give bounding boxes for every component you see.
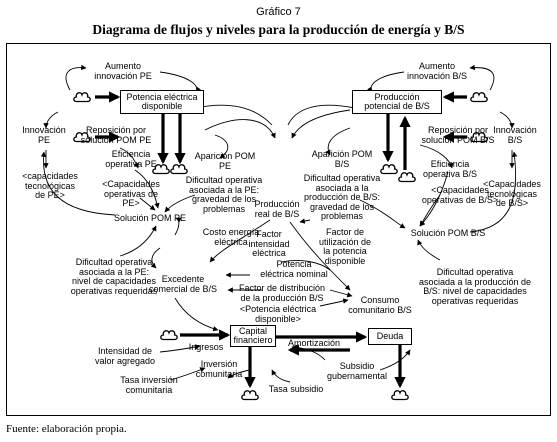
arrow-potencia-produccion [204,119,276,139]
label-solucion-pom-pe: Solución POM PE [113,213,187,223]
arrow-aparicion-pe [214,134,229,159]
arrow-aumento-pe [65,64,87,91]
label-costo-energia: Costo energía eléctrica [202,227,260,247]
arrow-distribucion-consumo [329,289,353,298]
arrow-aumento-bs [469,64,495,91]
cloud-sink [380,164,398,175]
arrow-innovacion-pe-in [43,111,59,129]
arrow-solucion-innovacion-pe [40,151,116,216]
arrow-arc-left [194,104,273,126]
arrow-cap-op-solucion-bs [419,194,441,227]
label-potencia-disponible-ref: <Potencia eléctrica disponible> [239,304,317,324]
label-intensidad-valor: Intensidad de valor agregado [94,346,156,366]
arrow-dif-nivel-bs [417,239,441,261]
label-eficiencia-bs: Eficiencia operativa B/S [422,159,478,179]
stock-deuda: Deuda [368,328,412,345]
label-ingresos: Ingresos [188,342,224,352]
label-produccion-real: Producción real de B/S [254,199,300,219]
arrow-potdisp-consumo [319,298,349,307]
arrow-dificultad-solucion-bs [359,199,406,229]
arrow-dif-nivel-pe [119,225,157,257]
stock-potencia-electrica: Potencia eléctrica disponible [120,90,204,114]
stock-produccion-potencial: Producción potencial de B/S [352,90,442,114]
arrow-eficiencia-solucion-pe [134,169,160,209]
arrow-reposicion-pe [119,147,139,169]
label-amortizacion: Amortización [287,338,341,348]
cloud-sink [391,390,409,401]
arrow-dif-excedente [150,247,161,269]
cloud-source [160,330,178,341]
cloud-source [73,92,91,103]
figure-number: Gráfico 7 [256,6,301,18]
label-factor-utilizacion: Factor de utilización de la potencia dis… [318,227,372,266]
label-factor-distribucion: Factor de distribución de la producción … [238,283,326,303]
label-reposicion-bs: Reposición por solución POM B/S [421,125,495,145]
arrow-cap-op-solucion-pe [139,197,156,211]
label-innovacion-bs: Innovación B/S [493,125,537,145]
label-dificultad-gravedad-pe: Dificultad operativa asociada a la PE: g… [185,175,263,214]
label-capacidades-operativas-bs: <Capacidades operativas de B/S> [421,185,499,205]
label-capacidades-tecnologicas-pe: <capacidades tecnológicas de PE> [22,171,78,200]
diagram-frame [6,43,551,416]
label-tasa-subsidio: Tasa subsidio [268,384,324,394]
arrow-innovacion-bs-in [499,111,515,129]
figure-title: Diagrama de flujos y niveles para la pro… [92,22,465,37]
cloud-sink [170,164,188,175]
label-dificultad-nivel-pe: Dificultad operativa asociada a la PE: n… [70,257,158,296]
label-dificultad-nivel-bs: Dificultad operativa asociada a la produ… [418,267,532,306]
arrow-solucion-innovacion-bs [469,151,518,233]
label-capacidades-tecnologicas-bs: <Capacidades tecnológicas de B/S> [483,179,541,208]
label-aumento-innovacion-bs: Aumento innovación B/S [406,61,468,81]
arrow-costo-solucion [174,217,182,236]
label-solucion-pom-bs: Solución POM B/S [410,228,486,238]
arrow-produccion-consumo [289,221,351,291]
label-capacidades-operativas-pe: <Capacidades operativas de PE> [102,179,160,208]
arrow-potencial-aumento [367,71,405,93]
arrow-potencia-aumento [159,71,201,93]
arrow-arc-right [287,104,356,126]
arrow-tasa-inversion [169,367,206,381]
arrow-tasa-subsidio [271,369,291,383]
label-aparicion-pom-bs: Aparición POM B/S [311,149,373,169]
cloud-source [398,172,416,183]
label-aparicion-pom-pe: Aparición POM PE [194,151,256,171]
label-potencia-nominal: Potencia eléctrica nominal [260,259,328,279]
label-innovacion-pe: Innovación PE [22,125,66,145]
cloud-source [470,92,488,103]
arrow-reposicion-bs [419,144,454,169]
label-factor-intensidad: Factor intensidad eléctrica [248,229,290,258]
arrow-potencial-produccion [291,109,351,139]
label-aumento-innovacion-pe: Aumento innovación PE [94,61,152,81]
arrow-produccion-excedente [209,219,271,263]
arrow-utilizacion-produccion [299,218,311,224]
arrow-aparicion-bs [325,127,351,156]
figure-source: Fuente: elaboración propia. [6,423,127,435]
label-tasa-inversion: Tasa inversión comunitaria [120,375,178,395]
cloud-sink [241,390,259,401]
stock-capital-financiero: Capital financiero [230,325,276,347]
label-inversion-comunitaria: Inversión comunitaria [195,359,243,379]
label-reposicion-pe: Reposición por solución POM PE [80,125,152,145]
arrow-capital-inversion [227,369,251,379]
label-consumo-comunitario: Consumo comunitario B/S [348,295,412,315]
label-eficiencia-pe: Eficiencia operativa PE [105,149,157,169]
label-excedente-comercial: Excedente comercial de B/S [148,274,218,294]
label-subsidio-gubernamental: Subsidio gubernamental [326,361,388,381]
label-dificultad-gravedad-bs: Dificultad operativa asociada a la produ… [303,173,381,221]
arrow-nominal-link [281,259,331,271]
arrow-intensidad-ingresos [159,344,201,353]
arrow-excedente-ingresos [174,297,219,332]
arrow-dificultad-solucion-pe [164,194,196,213]
